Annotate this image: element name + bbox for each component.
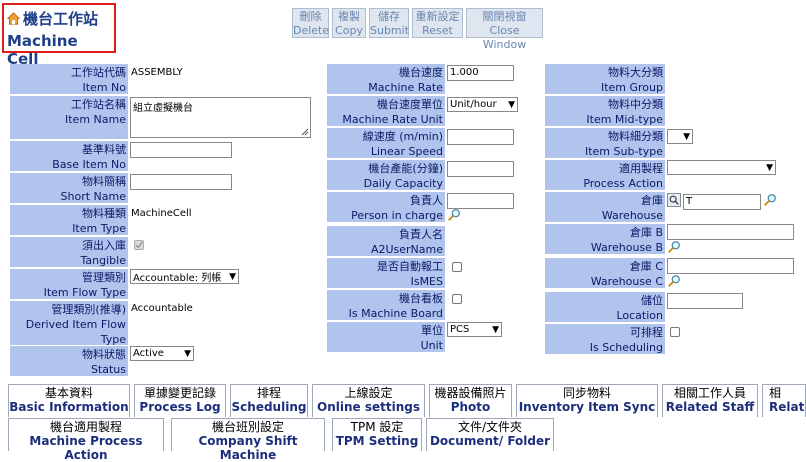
- warehouse-b-input[interactable]: [667, 224, 794, 240]
- warehouse-c-input[interactable]: [667, 258, 794, 274]
- item-type-value: MachineCell: [131, 208, 192, 219]
- chevron-down-icon: ▼: [683, 131, 690, 142]
- is-scheduling-checkbox[interactable]: [670, 327, 680, 337]
- tangible-checkbox: [134, 240, 144, 250]
- search-icon[interactable]: [763, 193, 777, 207]
- tab-related-truncated[interactable]: 相Relate: [762, 384, 806, 417]
- chevron-down-icon: ▼: [229, 271, 236, 282]
- location-input[interactable]: [667, 293, 743, 309]
- machine-rate-input[interactable]: 1.000: [447, 65, 514, 81]
- title-en: Machine Cell: [7, 32, 78, 68]
- item-name-textarea[interactable]: 組立虛擬機台: [130, 97, 311, 138]
- machine-board-checkbox[interactable]: [452, 294, 462, 304]
- daily-capacity-input[interactable]: [447, 161, 514, 177]
- item-sub-type-select[interactable]: ▼: [667, 129, 693, 144]
- label-daily-capacity: 機台產能(分鐘)Daily Capacity: [327, 160, 445, 190]
- linear-speed-input[interactable]: [447, 129, 514, 145]
- search-icon[interactable]: [447, 208, 461, 222]
- ismes-checkbox[interactable]: [452, 262, 462, 272]
- chevron-down-icon: ▼: [508, 99, 515, 110]
- chevron-down-icon: ▼: [184, 348, 191, 359]
- search-icon[interactable]: [667, 274, 681, 288]
- home-icon: [7, 12, 20, 25]
- person-in-charge-input[interactable]: [447, 193, 514, 209]
- title-zh: 機台工作站: [23, 10, 99, 28]
- status-select[interactable]: Active▼: [130, 346, 194, 361]
- derived-flow-type-value: Accountable: [131, 303, 193, 314]
- search-icon: [669, 195, 679, 205]
- short-name-input[interactable]: [130, 174, 232, 190]
- warehouse-input[interactable]: T: [683, 194, 761, 210]
- chevron-down-icon: ▼: [492, 324, 499, 335]
- page-title: 機台工作站 Machine Cell: [2, 3, 116, 68]
- item-flow-type-select[interactable]: Accountable: 列帳▼: [130, 269, 239, 284]
- resize-grip-icon[interactable]: [300, 127, 309, 136]
- unit-select[interactable]: PCS▼: [447, 322, 502, 337]
- search-icon[interactable]: [667, 240, 681, 254]
- label-linear-speed: 線速度 (m/min)Linear Speed: [327, 128, 445, 158]
- chevron-down-icon: ▼: [766, 162, 773, 173]
- lookup-button[interactable]: [667, 193, 681, 207]
- item-no-value: ASSEMBLY: [131, 67, 183, 78]
- base-item-no-input[interactable]: [130, 142, 232, 158]
- process-action-select[interactable]: ▼: [667, 160, 776, 175]
- machine-rate-unit-select[interactable]: Unit/hour▼: [447, 97, 518, 112]
